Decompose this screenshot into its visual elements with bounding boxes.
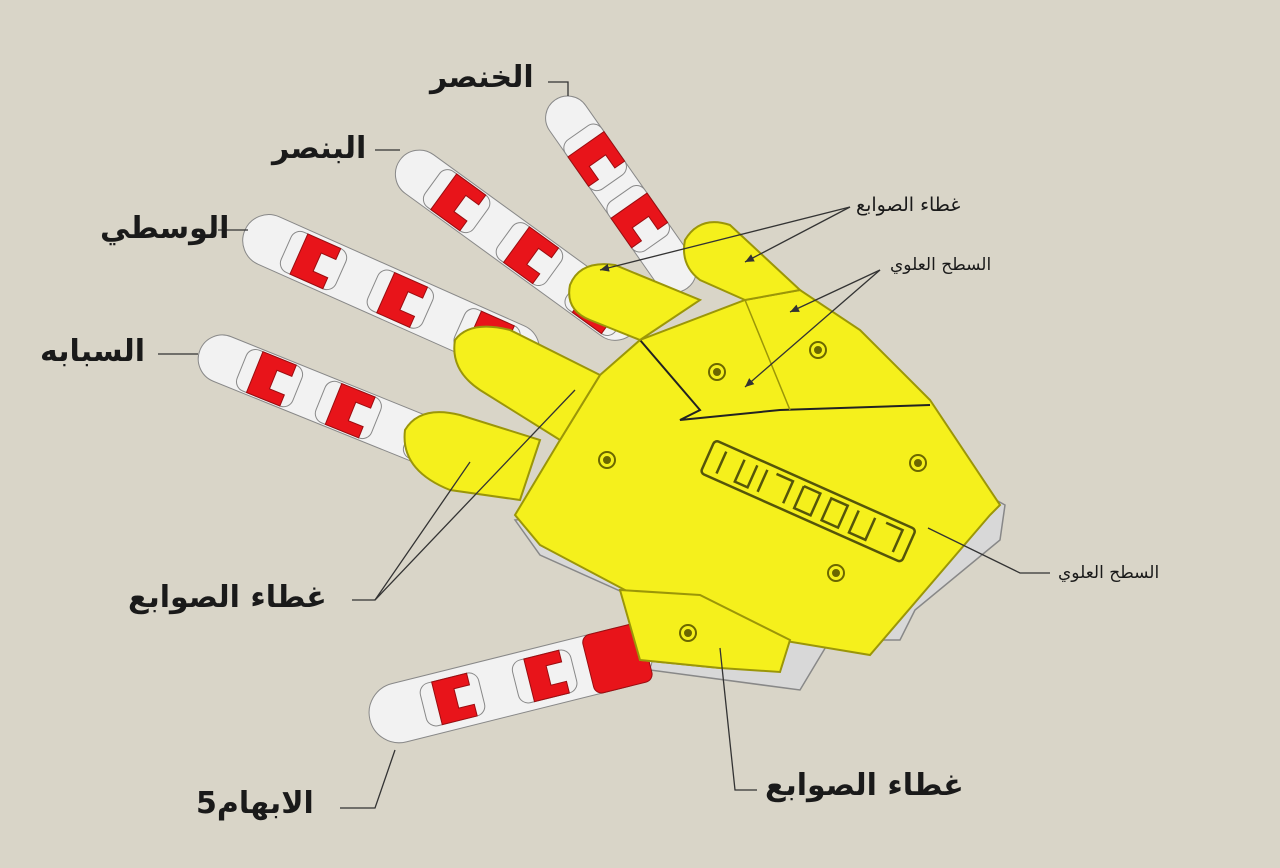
label-top-surface-right: السطح العلوي [1058, 563, 1159, 583]
palm [515, 290, 1000, 672]
label-thumb: الابهام5 [196, 786, 314, 821]
label-covers-bottom: غطاء الصوابع [765, 768, 964, 803]
label-ring: البنصر [272, 131, 366, 166]
label-covers-main: غطاء الصوابع [128, 580, 327, 615]
thumb [363, 621, 659, 749]
label-middle: الوسطي [100, 211, 229, 246]
label-top-surface-upper: السطح العلوي [890, 255, 991, 275]
label-covers-top: غطاء الصوابع [856, 194, 960, 216]
label-pinky: الخنصر [430, 60, 534, 95]
label-index: السبابه [40, 334, 145, 369]
